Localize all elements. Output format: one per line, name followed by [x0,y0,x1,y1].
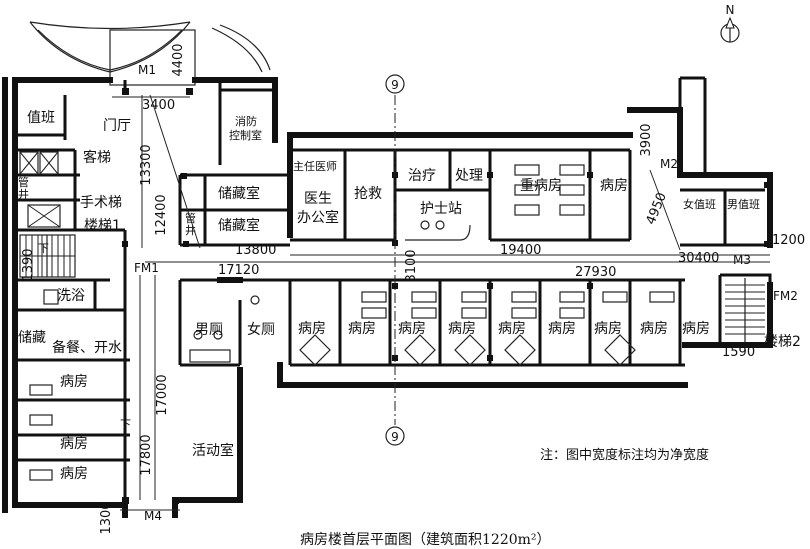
north-arrow-icon: N [720,3,740,43]
stair-2 [725,278,765,342]
stair-down-label: 下 [38,242,49,255]
room-ward-b1: 病房 [298,321,326,337]
plan-note: 注：图中宽度标注均为净宽度 [540,447,709,463]
room-chief-doctor: 主任医师 [293,160,337,173]
room-ward-b2: 病房 [348,321,376,337]
dim-1200: 1200 [772,233,805,248]
dim-3400: 3400 [142,98,175,113]
dim-4950: 4950 [644,191,670,227]
room-storage-b: 储藏室 [218,217,260,234]
room-activity: 活动室 [192,442,234,459]
room-rescue: 抢救 [354,185,382,202]
room-disposal: 处理 [455,168,483,184]
room-male-duty: 男值班 [727,198,760,211]
room-treatment: 治疗 [408,168,436,184]
door-m3: M3 [733,253,751,267]
room-labels: 值班 门厅 客梯 手术梯 楼梯1 管 井 消防 控制室 储藏室 储藏室 管 井 … [18,110,801,482]
stair-1 [19,234,76,278]
dim-13800: 13800 [235,243,276,258]
room-ward-b7: 病房 [594,321,622,337]
dim-13300: 13300 [139,144,154,185]
room-icu-ward: 重病房 [520,178,562,194]
room-surgical-elevator: 手术梯 [80,195,122,211]
axis-9-top-label: 9 [391,78,399,92]
door-fm1: FM1 [134,261,159,275]
ward-beds [29,164,675,481]
room-ward-b5: 病房 [498,321,526,337]
room-meal: 备餐、开水 [52,339,122,356]
room-shaft-a-2: 井 [18,187,29,201]
room-nurse-station: 护士站 [420,201,462,217]
entrance-canopy [29,21,271,86]
room-female-duty: 女值班 [683,197,716,211]
room-ward-b6: 病房 [548,321,576,337]
room-storage-a: 储藏室 [218,185,260,202]
door-m2: M2 [660,157,678,171]
room-ward-left-3: 病房 [60,466,88,482]
room-ward-b3: 病房 [398,321,426,337]
dim-4400: 4400 [171,43,186,76]
room-ward-b9: 病房 [682,321,710,337]
dim-17800: 17800 [139,434,154,475]
room-doctor-office: 医生 [304,191,332,207]
room-passenger-elevator: 客梯 [83,149,111,166]
dim-30400: 30400 [678,251,719,266]
plan-title: 病房楼首层平面图（建筑面积1220m²） [300,532,551,548]
room-storage-small: 储藏 [18,330,46,346]
door-m4: M4 [144,509,162,523]
room-duty: 值班 [27,110,55,126]
dim-1300: 1300 [99,501,114,534]
north-label: N [726,3,735,17]
axis-9: 9 9 [385,74,405,446]
room-ward-left-2: 病房 [60,436,88,452]
room-stair-1: 楼梯1 [84,218,121,234]
room-ward-left-1: 病房 [60,374,88,390]
exterior-walls [2,76,773,518]
room-bath: 洗浴 [57,288,85,304]
room-doctor-office-2: 办公室 [297,209,339,226]
dim-27930: 27930 [575,265,616,280]
room-lobby: 门厅 [103,118,131,134]
door-fm2: FM2 [773,289,798,303]
dim-17120: 17120 [218,263,259,278]
dim-1390: 1390 [21,248,36,281]
dimension-lines [112,94,770,511]
door-labels: M1 M2 M3 M4 FM1 FM2 [134,63,798,523]
door-m1: M1 [138,63,156,77]
dim-19400: 19400 [500,243,541,258]
dim-17000: 17000 [155,374,170,415]
room-mens-wc: 男厕 [195,322,223,338]
ward-bathrooms [43,220,636,366]
room-stair-2: 楼梯2 [764,334,801,350]
room-ward-b8: 病房 [640,321,668,337]
ramp-down-label: 下 [120,418,131,431]
room-ward-b4: 病房 [448,321,476,337]
dim-3100: 3100 [404,249,419,282]
elevator-shafts [19,151,61,228]
dim-12400: 12400 [154,194,169,235]
room-fire-control-2: 控制室 [229,128,262,142]
room-fire-control: 消防 [235,114,257,128]
room-ward-top: 病房 [600,178,628,194]
dim-1590: 1590 [722,345,755,360]
room-womens-wc: 女厕 [247,321,275,338]
room-shaft-a: 管 [18,175,29,189]
room-shaft-b-2: 井 [185,223,196,237]
dim-3900: 3900 [639,123,654,156]
axis-9-bottom-label: 9 [391,430,399,444]
